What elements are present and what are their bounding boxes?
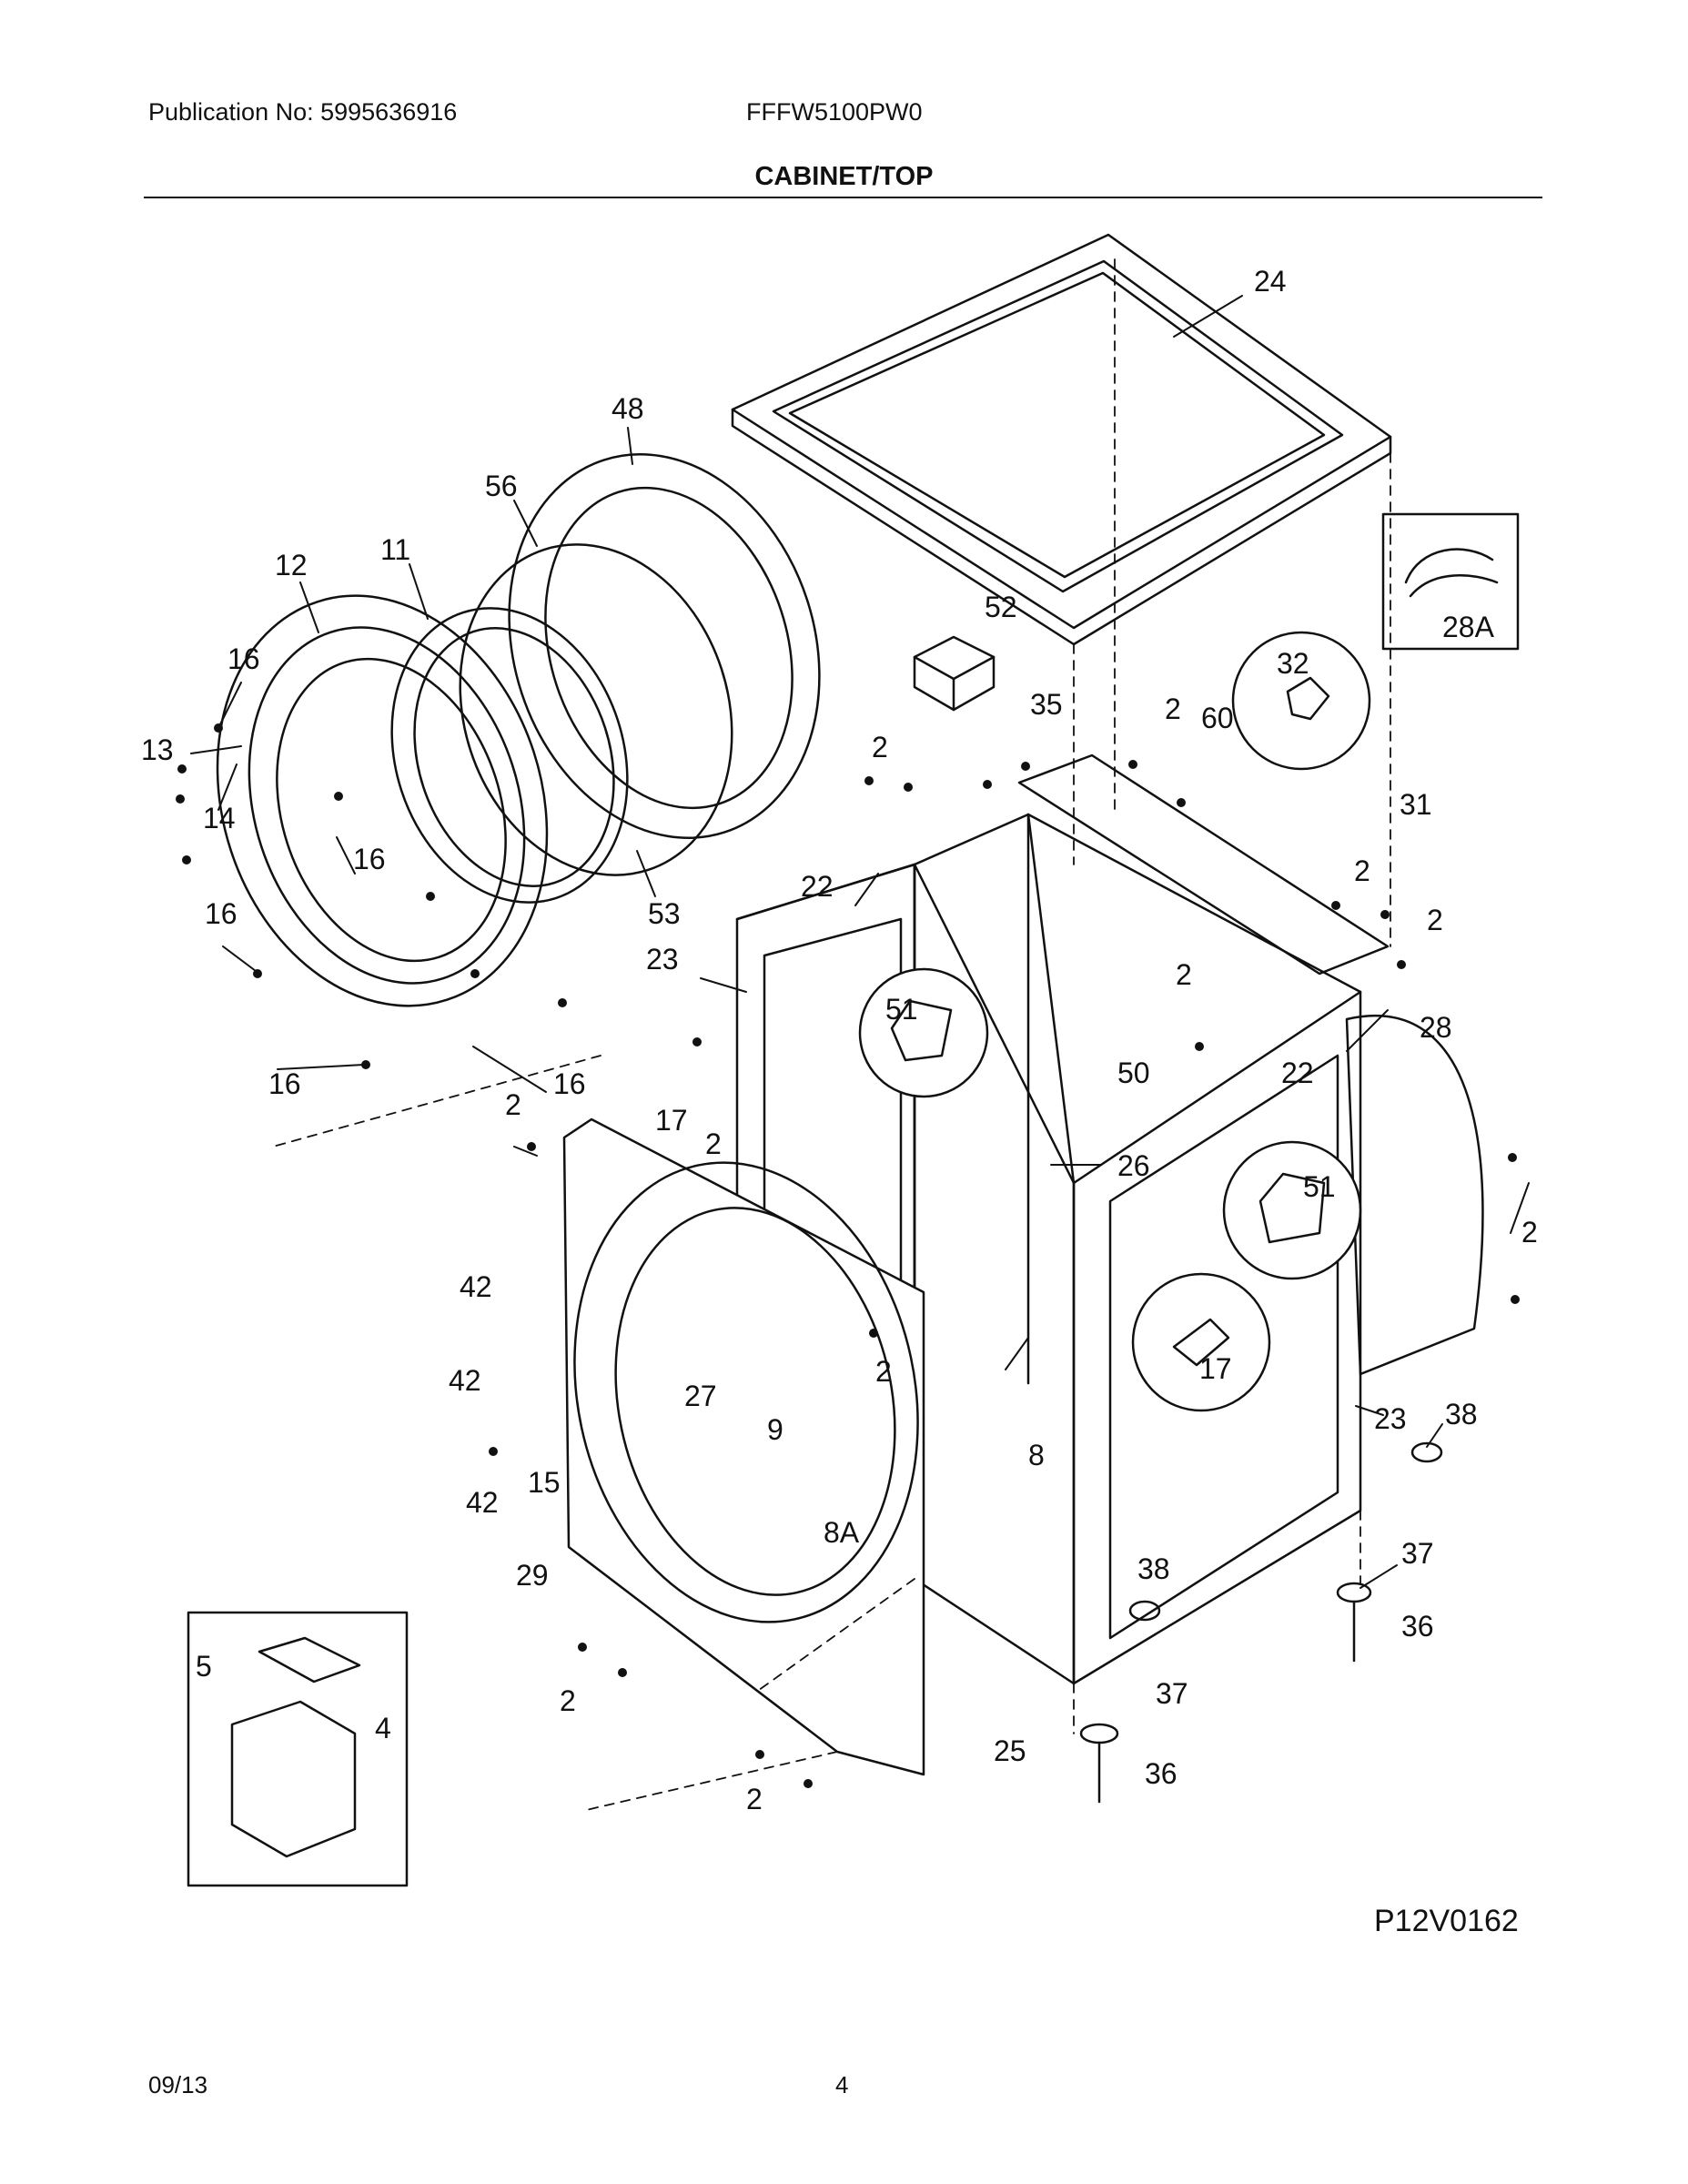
detail-box-28A — [1381, 512, 1520, 651]
callout-16: 16 — [205, 897, 238, 930]
callout-25: 25 — [994, 1734, 1026, 1767]
callout-22: 22 — [1281, 1057, 1314, 1089]
callout-38: 38 — [1137, 1552, 1170, 1585]
door-front-ring — [216, 594, 549, 1007]
callout-51: 51 — [885, 993, 918, 1026]
callout-48: 48 — [612, 392, 644, 425]
callout-53: 53 — [648, 897, 681, 930]
callout-37: 37 — [1401, 1537, 1434, 1570]
callout-38: 38 — [1445, 1398, 1478, 1431]
footer-date: 09/13 — [148, 2071, 208, 2098]
assembly-dash-lines — [272, 258, 1391, 1812]
callout-2: 2 — [1354, 854, 1370, 887]
callout-60: 60 — [1201, 702, 1234, 734]
callout-12: 12 — [275, 549, 308, 581]
callout-14: 14 — [203, 802, 236, 834]
callout-2: 2 — [872, 731, 888, 763]
callout-24: 24 — [1254, 265, 1287, 298]
callout-42: 42 — [449, 1364, 481, 1397]
callout-35: 35 — [1030, 688, 1063, 721]
callout-17: 17 — [655, 1104, 688, 1137]
door-back-trim — [508, 453, 821, 839]
callout-15: 15 — [528, 1466, 561, 1499]
callout-16: 16 — [268, 1067, 301, 1100]
callout-labels: 24 48 56 12 11 16 13 14 16 16 53 16 16 5… — [141, 265, 1538, 1815]
callout-16: 16 — [353, 843, 386, 875]
callout-56: 56 — [485, 470, 518, 502]
leader-lines — [190, 295, 1530, 1589]
callout-11: 11 — [380, 533, 410, 566]
callout-28: 28 — [1420, 1011, 1452, 1044]
callout-2: 2 — [1427, 904, 1443, 936]
callout-51: 51 — [1303, 1170, 1336, 1203]
figure-code: P12V0162 — [1374, 1904, 1519, 1938]
callout-42: 42 — [460, 1270, 492, 1303]
detail-circle-51-left — [858, 967, 989, 1098]
callout-37: 37 — [1156, 1677, 1188, 1710]
callout-2: 2 — [560, 1684, 576, 1717]
screws — [176, 723, 1520, 1788]
model-number: FFFW5100PW0 — [746, 98, 923, 126]
callout-16: 16 — [553, 1067, 586, 1100]
callout-23: 23 — [646, 943, 679, 976]
callout-17: 17 — [1199, 1352, 1232, 1385]
callout-16: 16 — [227, 642, 260, 675]
callout-36: 36 — [1401, 1610, 1434, 1643]
publication-number: Publication No: 5995636916 — [148, 98, 458, 126]
callout-13: 13 — [141, 733, 174, 766]
callout-2: 2 — [1521, 1216, 1538, 1249]
callout-31: 31 — [1400, 788, 1432, 821]
callout-50: 50 — [1117, 1057, 1150, 1089]
callout-4: 4 — [375, 1712, 391, 1744]
callout-27: 27 — [684, 1380, 717, 1412]
callout-2: 2 — [505, 1088, 521, 1121]
inner-door-ring — [459, 543, 733, 876]
callout-26: 26 — [1117, 1149, 1150, 1182]
callout-28A: 28A — [1442, 611, 1495, 643]
detail-circle-17 — [1131, 1272, 1271, 1412]
callout-36: 36 — [1145, 1757, 1178, 1790]
detail-circle-32 — [1231, 631, 1371, 771]
callout-5: 5 — [196, 1650, 212, 1683]
callout-42: 42 — [466, 1486, 499, 1519]
callout-8A: 8A — [824, 1516, 860, 1549]
detail-circle-51-right — [1222, 1140, 1362, 1280]
callout-32: 32 — [1277, 647, 1309, 680]
door-glass — [390, 607, 629, 904]
detail-box-board — [187, 1611, 409, 1887]
leveling-feet — [1079, 1441, 1443, 1804]
top-panel — [731, 233, 1392, 646]
page-title: CABINET/TOP — [754, 162, 934, 191]
callout-2: 2 — [705, 1127, 722, 1160]
top-rail — [1017, 753, 1390, 976]
callout-2: 2 — [746, 1783, 763, 1815]
front-panel — [562, 1117, 925, 1776]
side-panel — [1345, 1014, 1484, 1376]
control-box — [913, 635, 996, 712]
callout-52: 52 — [985, 591, 1017, 623]
callout-9: 9 — [767, 1413, 783, 1446]
page-number: 4 — [835, 2071, 849, 2098]
callout-23: 23 — [1374, 1402, 1407, 1435]
callout-8: 8 — [1028, 1439, 1045, 1471]
callout-2: 2 — [1176, 958, 1192, 991]
callout-22: 22 — [801, 870, 834, 903]
callout-29: 29 — [516, 1559, 549, 1592]
callout-2: 2 — [875, 1355, 892, 1388]
title-rule — [144, 197, 1542, 198]
callout-2: 2 — [1165, 693, 1181, 725]
